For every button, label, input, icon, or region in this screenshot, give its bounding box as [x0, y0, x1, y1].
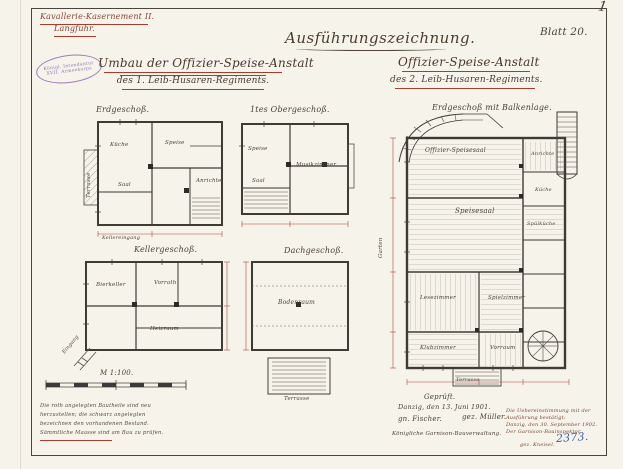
site-name-line1: Kavallerie-Kasernement II.	[40, 12, 155, 21]
erdgeschoss-room-kellereingang: Kellereingang	[102, 235, 141, 241]
hauptplan-room-lesezimmer: Lesezimmer	[420, 295, 456, 301]
approval-place-date: Danzig, den 13. Juni 1901.	[398, 403, 491, 411]
hauptplan-room-terrasse: Terrasse	[456, 377, 480, 383]
erdgeschoss-room-anrichte: Anrichte	[196, 178, 222, 184]
sheet-number: Blatt 20.	[540, 26, 588, 38]
left-section-title: Umbau der Offizier-Speise-Anstalt	[98, 56, 314, 70]
hauptplan-room-offizier-speisesaal: Offizier-Speisesaal	[425, 147, 486, 154]
site-name-line2: Langfuhr.	[54, 24, 95, 33]
kellergeschoss-plan-title: Kellergeschoß.	[134, 245, 198, 254]
underline	[122, 88, 264, 90]
approval-signature-left: gn. Fischer.	[398, 415, 442, 423]
hauptplan-room-spuelkueche: Spülküche	[527, 221, 556, 227]
hauptplan-room-anrichte: Anrichte	[531, 151, 555, 157]
underline	[120, 74, 266, 76]
erdgeschoss-plan-drawing	[83, 119, 223, 237]
sheet-border-frame	[31, 8, 607, 456]
hauptplan-room-kueche: Küche	[535, 187, 552, 193]
scale-bar-drawing	[45, 380, 187, 390]
underline	[40, 23, 148, 25]
erdgeschoss-room-saal: Saal	[118, 182, 131, 188]
underline	[54, 35, 96, 37]
scale-label: M 1:100.	[100, 369, 134, 377]
kellergeschoss-room-vorrat: Vorrath	[154, 280, 177, 286]
hauptplan-drawing	[390, 111, 578, 387]
obergeschoss-room-musikzimmer: Musikzimmer	[296, 162, 337, 168]
hauptplan-title: Erdgeschoß mit Balkenlage.	[432, 103, 552, 112]
note-line3: bezeichnen den vorhandenen Bestand.	[40, 421, 150, 427]
erdgeschoss-room-terrasse: Terrasse	[86, 172, 92, 198]
note-line2: herzustellen; die schwarz angelegten	[40, 412, 146, 418]
underline	[40, 440, 112, 441]
obergeschoss-plan-drawing	[239, 121, 355, 227]
right-section-title: Offizier-Speise-Anstalt	[398, 55, 540, 69]
dachgeschoss-plan-title: Dachgeschoß.	[284, 246, 344, 255]
kellergeschoss-room-heizraum: Heizraum	[150, 326, 179, 332]
underline	[104, 72, 282, 73]
note-line1: Die roth angelegten Bautheile sind neu	[40, 403, 151, 409]
right-section-subtitle: des 2. Leib-Husaren-Regiments.	[390, 75, 543, 85]
main-title: Ausführungszeichnung.	[285, 29, 476, 47]
archive-number: 2373.	[555, 429, 589, 446]
underline	[402, 71, 530, 72]
obergeschoss-plan-title: 1tes Obergeschoß.	[250, 105, 330, 114]
certification-line2: Ausführung bestätigt:	[506, 415, 566, 421]
erdgeschoss-room-speise: Speise	[165, 140, 185, 146]
kellergeschoss-plan-drawing	[73, 259, 230, 371]
hauptplan-room-spielzimmer: Spielzimmer	[488, 295, 526, 301]
dachgeschoss-room-bodenraum: Bodenraum	[278, 299, 316, 306]
obergeschoss-room-saal: Saal	[252, 178, 265, 184]
underline	[395, 87, 535, 89]
erdgeschoss-plan-title: Erdgeschoß.	[96, 105, 150, 114]
title-flourish-underline	[296, 47, 446, 51]
note-line4: Sämmtliche Maasse sind am Bau zu prüfen.	[40, 430, 164, 436]
certification-line4: Der Garnison-Bauinspektor.	[506, 429, 582, 435]
kellergeschoss-room-bierkeller: Bierkeller	[96, 282, 126, 288]
erdgeschoss-room-kueche: Küche	[110, 142, 129, 148]
hauptplan-room-speisesaal: Speisesaal	[455, 207, 495, 215]
certification-line3: Danzig, den 30. September 1902.	[506, 422, 598, 428]
certification-line5: gez. Kneisel.	[520, 442, 555, 448]
certification-line1: Die Uebereinstimmung mit der	[506, 408, 591, 414]
dachgeschoss-room-terrasse: Terrasse	[284, 396, 310, 402]
left-section-subtitle: des 1. Leib-Husaren-Regiments.	[116, 76, 270, 86]
hauptplan-room-klubzimmer: Klubzimmer	[420, 345, 456, 351]
approval-organisation: Königliche Garnison-Bauverwaltung.	[392, 431, 502, 437]
hauptplan-room-vorraum: Vorraum	[490, 345, 516, 351]
hauptplan-room-garten: Garten	[378, 237, 384, 258]
approval-signature-right: gez. Müller.	[462, 413, 507, 421]
obergeschoss-room-speise: Speise	[248, 146, 268, 152]
approval-checked: Geprüft.	[424, 393, 456, 401]
paper-fold-line	[20, 0, 21, 469]
dachgeschoss-plan-drawing	[243, 261, 349, 395]
